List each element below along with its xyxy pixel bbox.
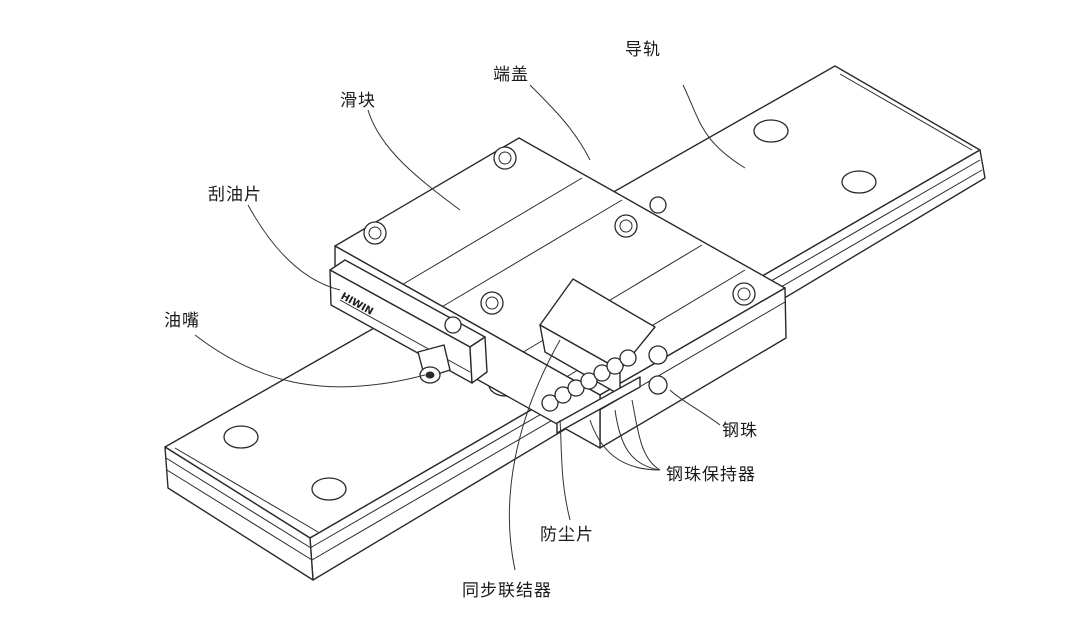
label-ball-retainer: 钢珠保持器 [666, 465, 756, 485]
block-screw-holes [363, 146, 756, 334]
grease-nipple [417, 344, 451, 384]
steel-balls [541, 349, 641, 434]
label-end-cap: 端盖 [493, 65, 529, 85]
recirculation-holes [648, 345, 668, 395]
label-steel-balls: 钢珠 [722, 421, 758, 441]
label-scraper: 刮油片 [208, 185, 262, 205]
label-rail: 导轨 [625, 40, 661, 60]
label-dust-strip: 防尘片 [540, 525, 594, 545]
label-grease-nipple: 油嘴 [164, 311, 200, 331]
leader-lines [194, 84, 746, 571]
label-sync-link: 同步联结器 [462, 581, 552, 601]
label-block: 滑块 [340, 91, 376, 111]
